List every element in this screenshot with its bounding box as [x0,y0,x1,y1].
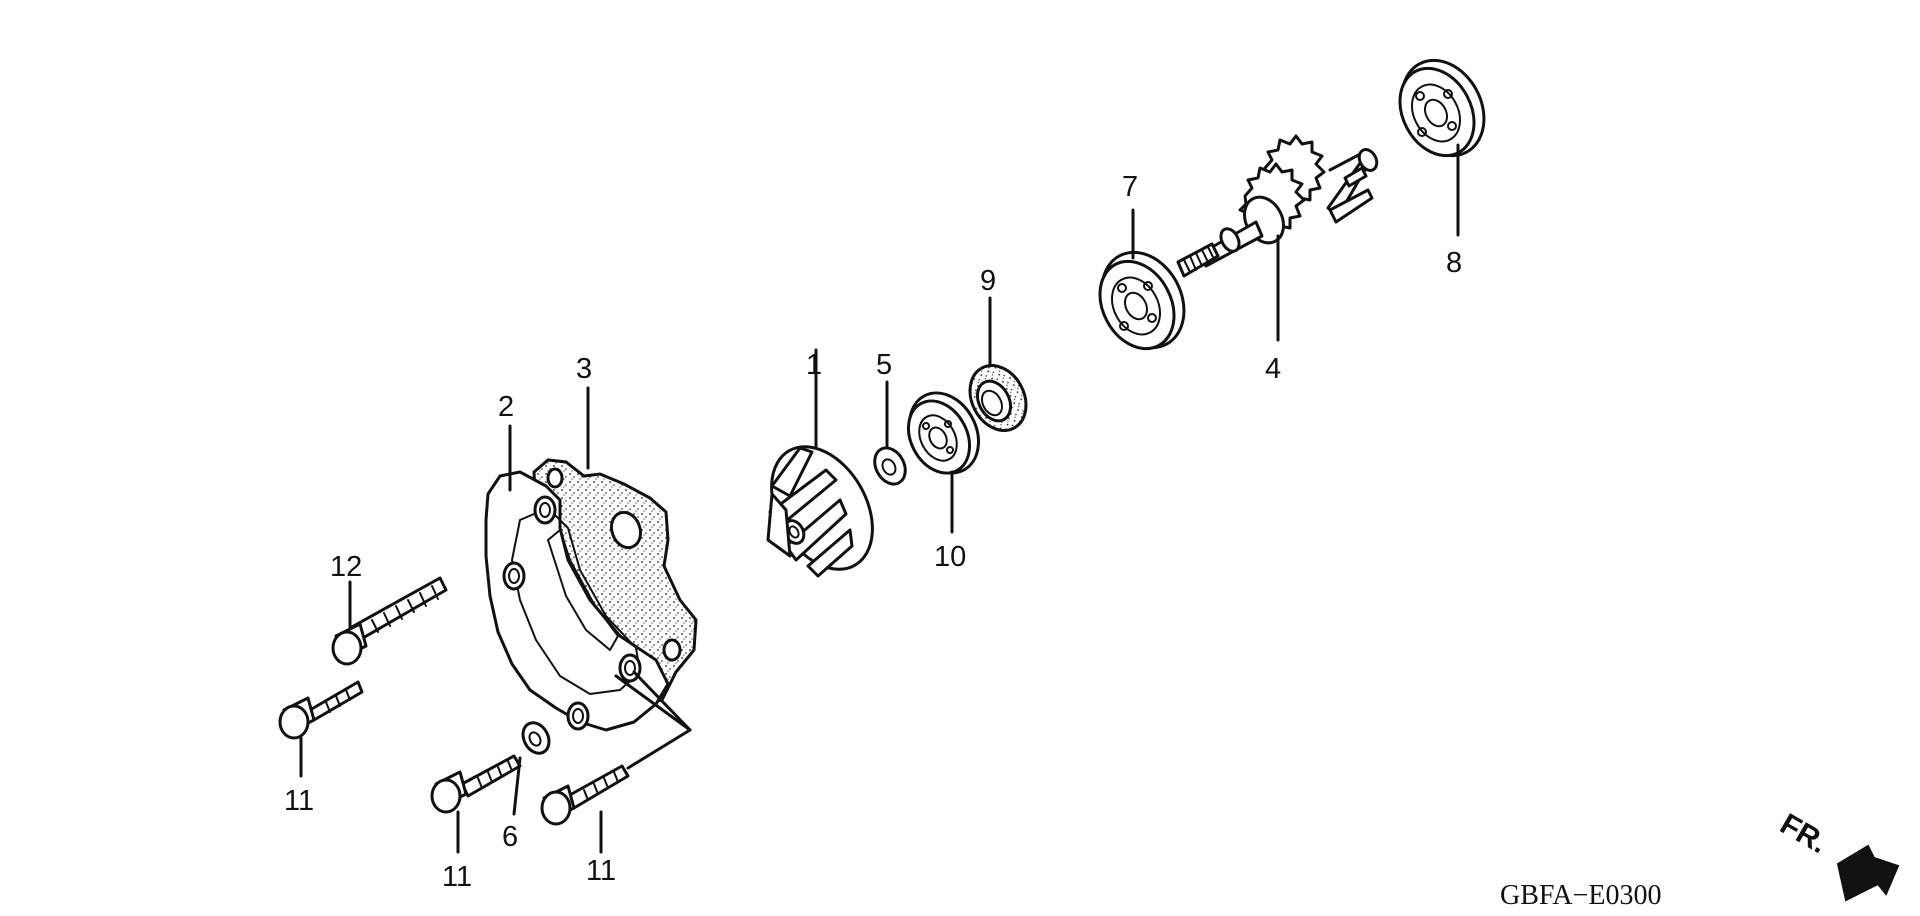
washer-part-5 [873,380,907,486]
callout-11-left: 11 [284,785,314,817]
callout-6: 6 [502,821,518,853]
front-label: FR. [1775,807,1833,860]
pump-cover-part-2 [484,424,670,732]
bearing-part-8 [1398,58,1486,237]
callout-11-right: 11 [586,855,616,887]
gear-shaft-part-4 [1176,134,1379,342]
bolt-part-11-middle [430,754,522,854]
callout-11-middle: 11 [442,861,472,893]
bolt-part-11-right [540,670,692,854]
diagram-code: GBFA−E0300 [1500,880,1662,911]
callout-4: 4 [1265,353,1281,385]
callout-5: 5 [876,349,892,381]
oil-seal-part-9 [968,296,1028,432]
front-arrow-icon [1836,844,1900,902]
bolt-part-11-left [278,680,364,778]
callout-8: 8 [1446,247,1462,279]
callout-10: 10 [934,541,966,573]
callout-3: 3 [576,353,592,385]
callout-9: 9 [980,265,996,297]
callout-2: 2 [498,391,514,423]
front-direction-indicator: FR. [1775,807,1900,902]
washer-part-6 [512,721,551,816]
impeller-part-1 [766,348,874,578]
callout-12: 12 [330,551,362,583]
callout-7: 7 [1122,171,1138,203]
callout-1: 1 [806,349,822,381]
bolt-part-12 [331,576,448,666]
bearing-part-10 [907,391,980,534]
bearing-part-7 [1098,208,1186,351]
